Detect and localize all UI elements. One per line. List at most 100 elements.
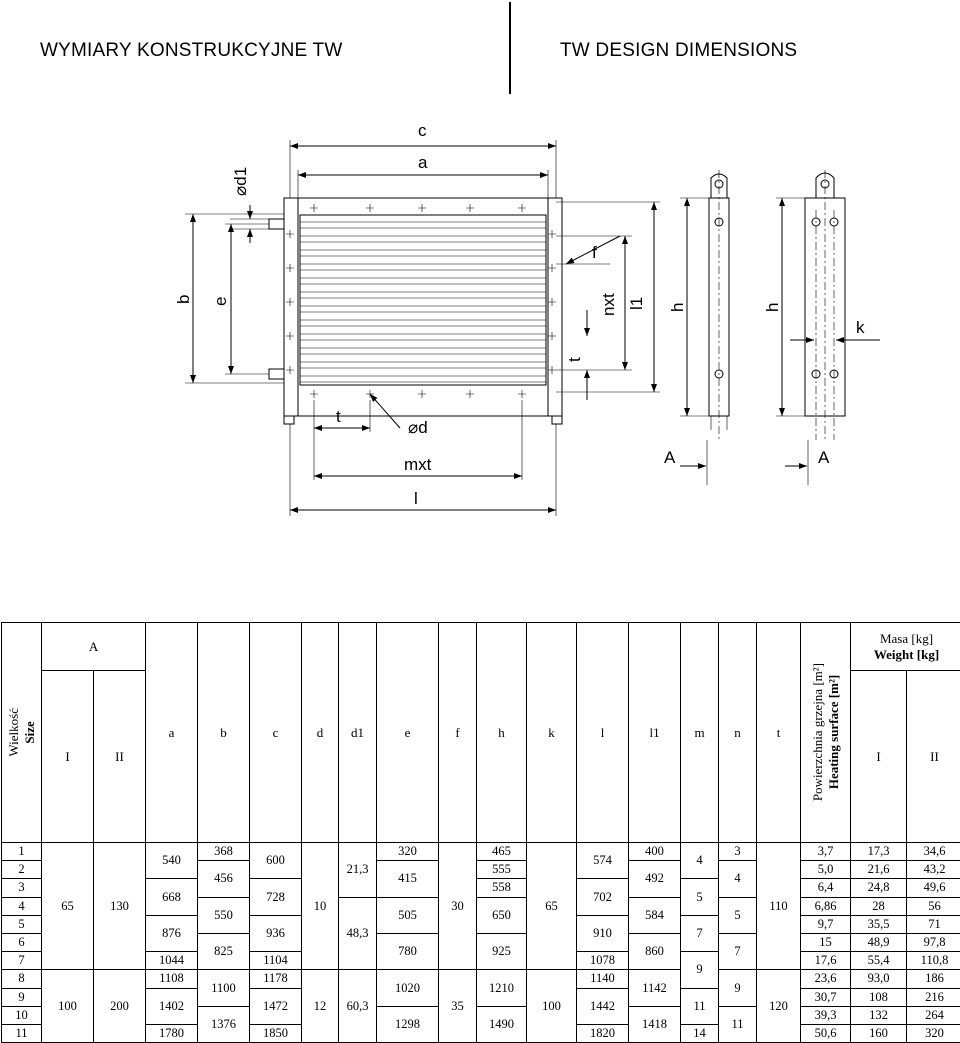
table-cell: 50,6: [801, 1024, 851, 1042]
table-cell: 14: [681, 1024, 719, 1042]
table-cell: 100: [527, 970, 577, 1043]
dim-t-bottom-label: t: [336, 407, 341, 426]
table-cell: 110,8: [907, 952, 960, 970]
col-a: a: [146, 623, 198, 843]
table-cell: 160: [851, 1024, 907, 1042]
technical-drawing: c a ⌀d1 b e f nxt t l1 h: [0, 100, 960, 520]
col-k: k: [527, 623, 577, 843]
table-cell: 825: [198, 933, 250, 969]
dim-l1-label: l1: [627, 297, 646, 310]
table-cell: 11: [681, 988, 719, 1024]
table-cell: 5: [2, 915, 42, 933]
table-cell: 465: [477, 843, 527, 861]
table-cell: 21,6: [851, 861, 907, 879]
table-cell: 8: [2, 970, 42, 988]
col-d: d: [302, 623, 339, 843]
section-A-right: A: [818, 448, 830, 467]
table-cell: 558: [477, 879, 527, 897]
table-cell: 264: [907, 1006, 960, 1024]
table-cell: 1490: [477, 1006, 527, 1042]
table-cell: 1850: [250, 1024, 302, 1042]
table-cell: 17,3: [851, 843, 907, 861]
table-row: 1 65 130 540 368 600 10 21,3 320 30 465 …: [2, 843, 960, 861]
table-cell: 1402: [146, 988, 198, 1024]
dim-t-right-label: t: [565, 357, 584, 362]
table-cell: 540: [146, 843, 198, 879]
table-cell: 400: [629, 843, 681, 861]
table-cell: 876: [146, 915, 198, 951]
col-b: b: [198, 623, 250, 843]
dim-h2-label: h: [763, 303, 782, 312]
table-cell: 186: [907, 970, 960, 988]
col-n: n: [719, 623, 757, 843]
col-d1: d1: [339, 623, 377, 843]
table-cell: 1376: [198, 1006, 250, 1042]
table-cell: 39,3: [801, 1006, 851, 1024]
dim-f-label: f: [592, 243, 597, 262]
table-cell: 55,4: [851, 952, 907, 970]
table-cell: 48,3: [339, 897, 377, 970]
table-cell: 668: [146, 879, 198, 915]
side-view-left: [709, 170, 729, 440]
table-cell: 1142: [629, 970, 681, 1006]
mass-I-header: I: [851, 671, 907, 843]
dim-d1-label: ⌀d1: [231, 167, 250, 196]
table-cell: 110: [757, 843, 801, 970]
table-cell: 1780: [146, 1024, 198, 1042]
table-cell: 1178: [250, 970, 302, 988]
table-cell: 1210: [477, 970, 527, 1006]
table-cell: 12: [302, 970, 339, 1043]
table-cell: 48,9: [851, 933, 907, 951]
table-cell: 9: [719, 970, 757, 1006]
table-cell: 860: [629, 933, 681, 969]
table-cell: 6,4: [801, 879, 851, 897]
table-cell: 9,7: [801, 915, 851, 933]
table-cell: 35: [439, 970, 477, 1043]
col-l: l: [577, 623, 629, 843]
table-cell: 1442: [577, 988, 629, 1024]
table-cell: 910: [577, 915, 629, 951]
table-cell: 936: [250, 915, 302, 951]
table-cell: 4: [681, 843, 719, 879]
table-cell: 10: [2, 1006, 42, 1024]
table-cell: 320: [907, 1024, 960, 1042]
table-cell: 30,7: [801, 988, 851, 1006]
table-cell: 1418: [629, 1006, 681, 1042]
table-cell: 1140: [577, 970, 629, 988]
table-cell: 1078: [577, 952, 629, 970]
col-t: t: [757, 623, 801, 843]
table-cell: 1044: [146, 952, 198, 970]
col-e: e: [377, 623, 439, 843]
table-cell: 3: [719, 843, 757, 861]
table-cell: 97,8: [907, 933, 960, 951]
section-A-left: A: [664, 448, 676, 467]
A-I-header: I: [42, 671, 94, 843]
table-cell: 93,0: [851, 970, 907, 988]
table-cell: 4: [719, 861, 757, 897]
table-cell: 1100: [198, 970, 250, 1006]
title-polish: WYMIARY KONSTRUKCYJNE TW: [40, 40, 343, 62]
title-english: TW DESIGN DIMENSIONS: [560, 40, 797, 62]
table-cell: 132: [851, 1006, 907, 1024]
table-cell: 21,3: [339, 843, 377, 898]
table-cell: 5,0: [801, 861, 851, 879]
table-cell: 780: [377, 933, 439, 969]
table-cell: 728: [250, 879, 302, 915]
header-divider: [509, 2, 511, 94]
dim-h1-label: h: [668, 303, 687, 312]
table-cell: 1104: [250, 952, 302, 970]
table-cell: 43,2: [907, 861, 960, 879]
table-cell: 925: [477, 933, 527, 969]
table-cell: 492: [629, 861, 681, 897]
table-cell: 7: [719, 933, 757, 969]
table-cell: 216: [907, 988, 960, 1006]
table-cell: 5: [719, 897, 757, 933]
table-cell: 130: [94, 843, 146, 970]
table-cell: 65: [527, 843, 577, 970]
table-cell: 584: [629, 897, 681, 933]
side-view-right: [805, 170, 845, 440]
table-cell: 1298: [377, 1006, 439, 1042]
table-cell: 7: [2, 952, 42, 970]
table-cell: 11: [2, 1024, 42, 1042]
